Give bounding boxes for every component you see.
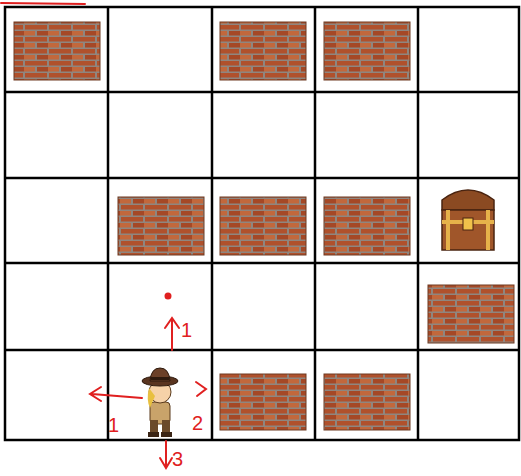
explorer-character bbox=[142, 368, 178, 437]
hand-drawn-arrows bbox=[1, 3, 206, 468]
callout-number: 2 bbox=[192, 412, 203, 434]
treasure-chest bbox=[442, 190, 494, 250]
callout-number: 1 bbox=[108, 414, 119, 436]
brick-walls bbox=[14, 22, 514, 430]
callout-number: 1 bbox=[181, 319, 192, 341]
grid bbox=[5, 7, 519, 440]
callout-number: 3 bbox=[172, 448, 183, 470]
